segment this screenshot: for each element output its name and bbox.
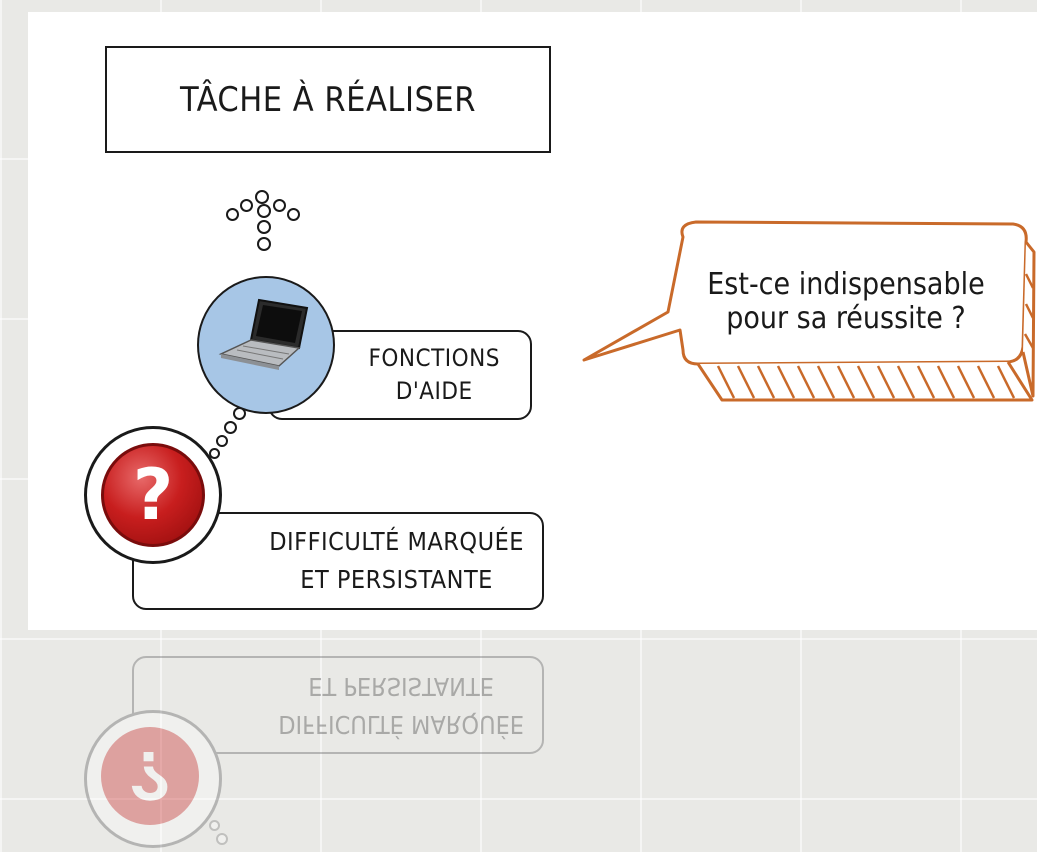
difficulty-reflection-line2: ET PERSISTANTE [308,672,494,701]
difficulty-line1: DIFFICULTÉ MARQUÉE [269,527,524,556]
question-circle-reflection: ? [84,710,222,848]
laptop-icon [218,298,309,370]
diagram-panel: TÂCHE À RÉALISER FONCTIONS D'AIDE [28,12,1037,630]
laptop-circle [197,276,335,414]
task-box: TÂCHE À RÉALISER [105,46,551,153]
speech-bubble-text: Est-ce indispensable pour sa réussite ? [676,268,1016,336]
help-functions-line1: FONCTIONS [368,344,500,372]
difficulty-reflection-line1: DIFFICULTÉ MARQUÉE [278,710,524,739]
diagram-reflection: DIFFICULTÉ MARQUÉE ET PERSISTANTE ? [28,630,1037,852]
speech-line1: Est-ce indispensable [707,267,985,302]
task-label: TÂCHE À RÉALISER [180,79,476,120]
question-mark-icon: ? [101,443,205,547]
question-mark-icon-reflection: ? [101,727,199,825]
difficulty-line2: ET PERSISTANTE [300,565,493,594]
speech-line2: pour sa réussite ? [726,301,966,336]
question-circle: ? [84,426,222,564]
help-functions-line2: D'AIDE [395,377,473,405]
speech-bubble [582,220,1036,402]
